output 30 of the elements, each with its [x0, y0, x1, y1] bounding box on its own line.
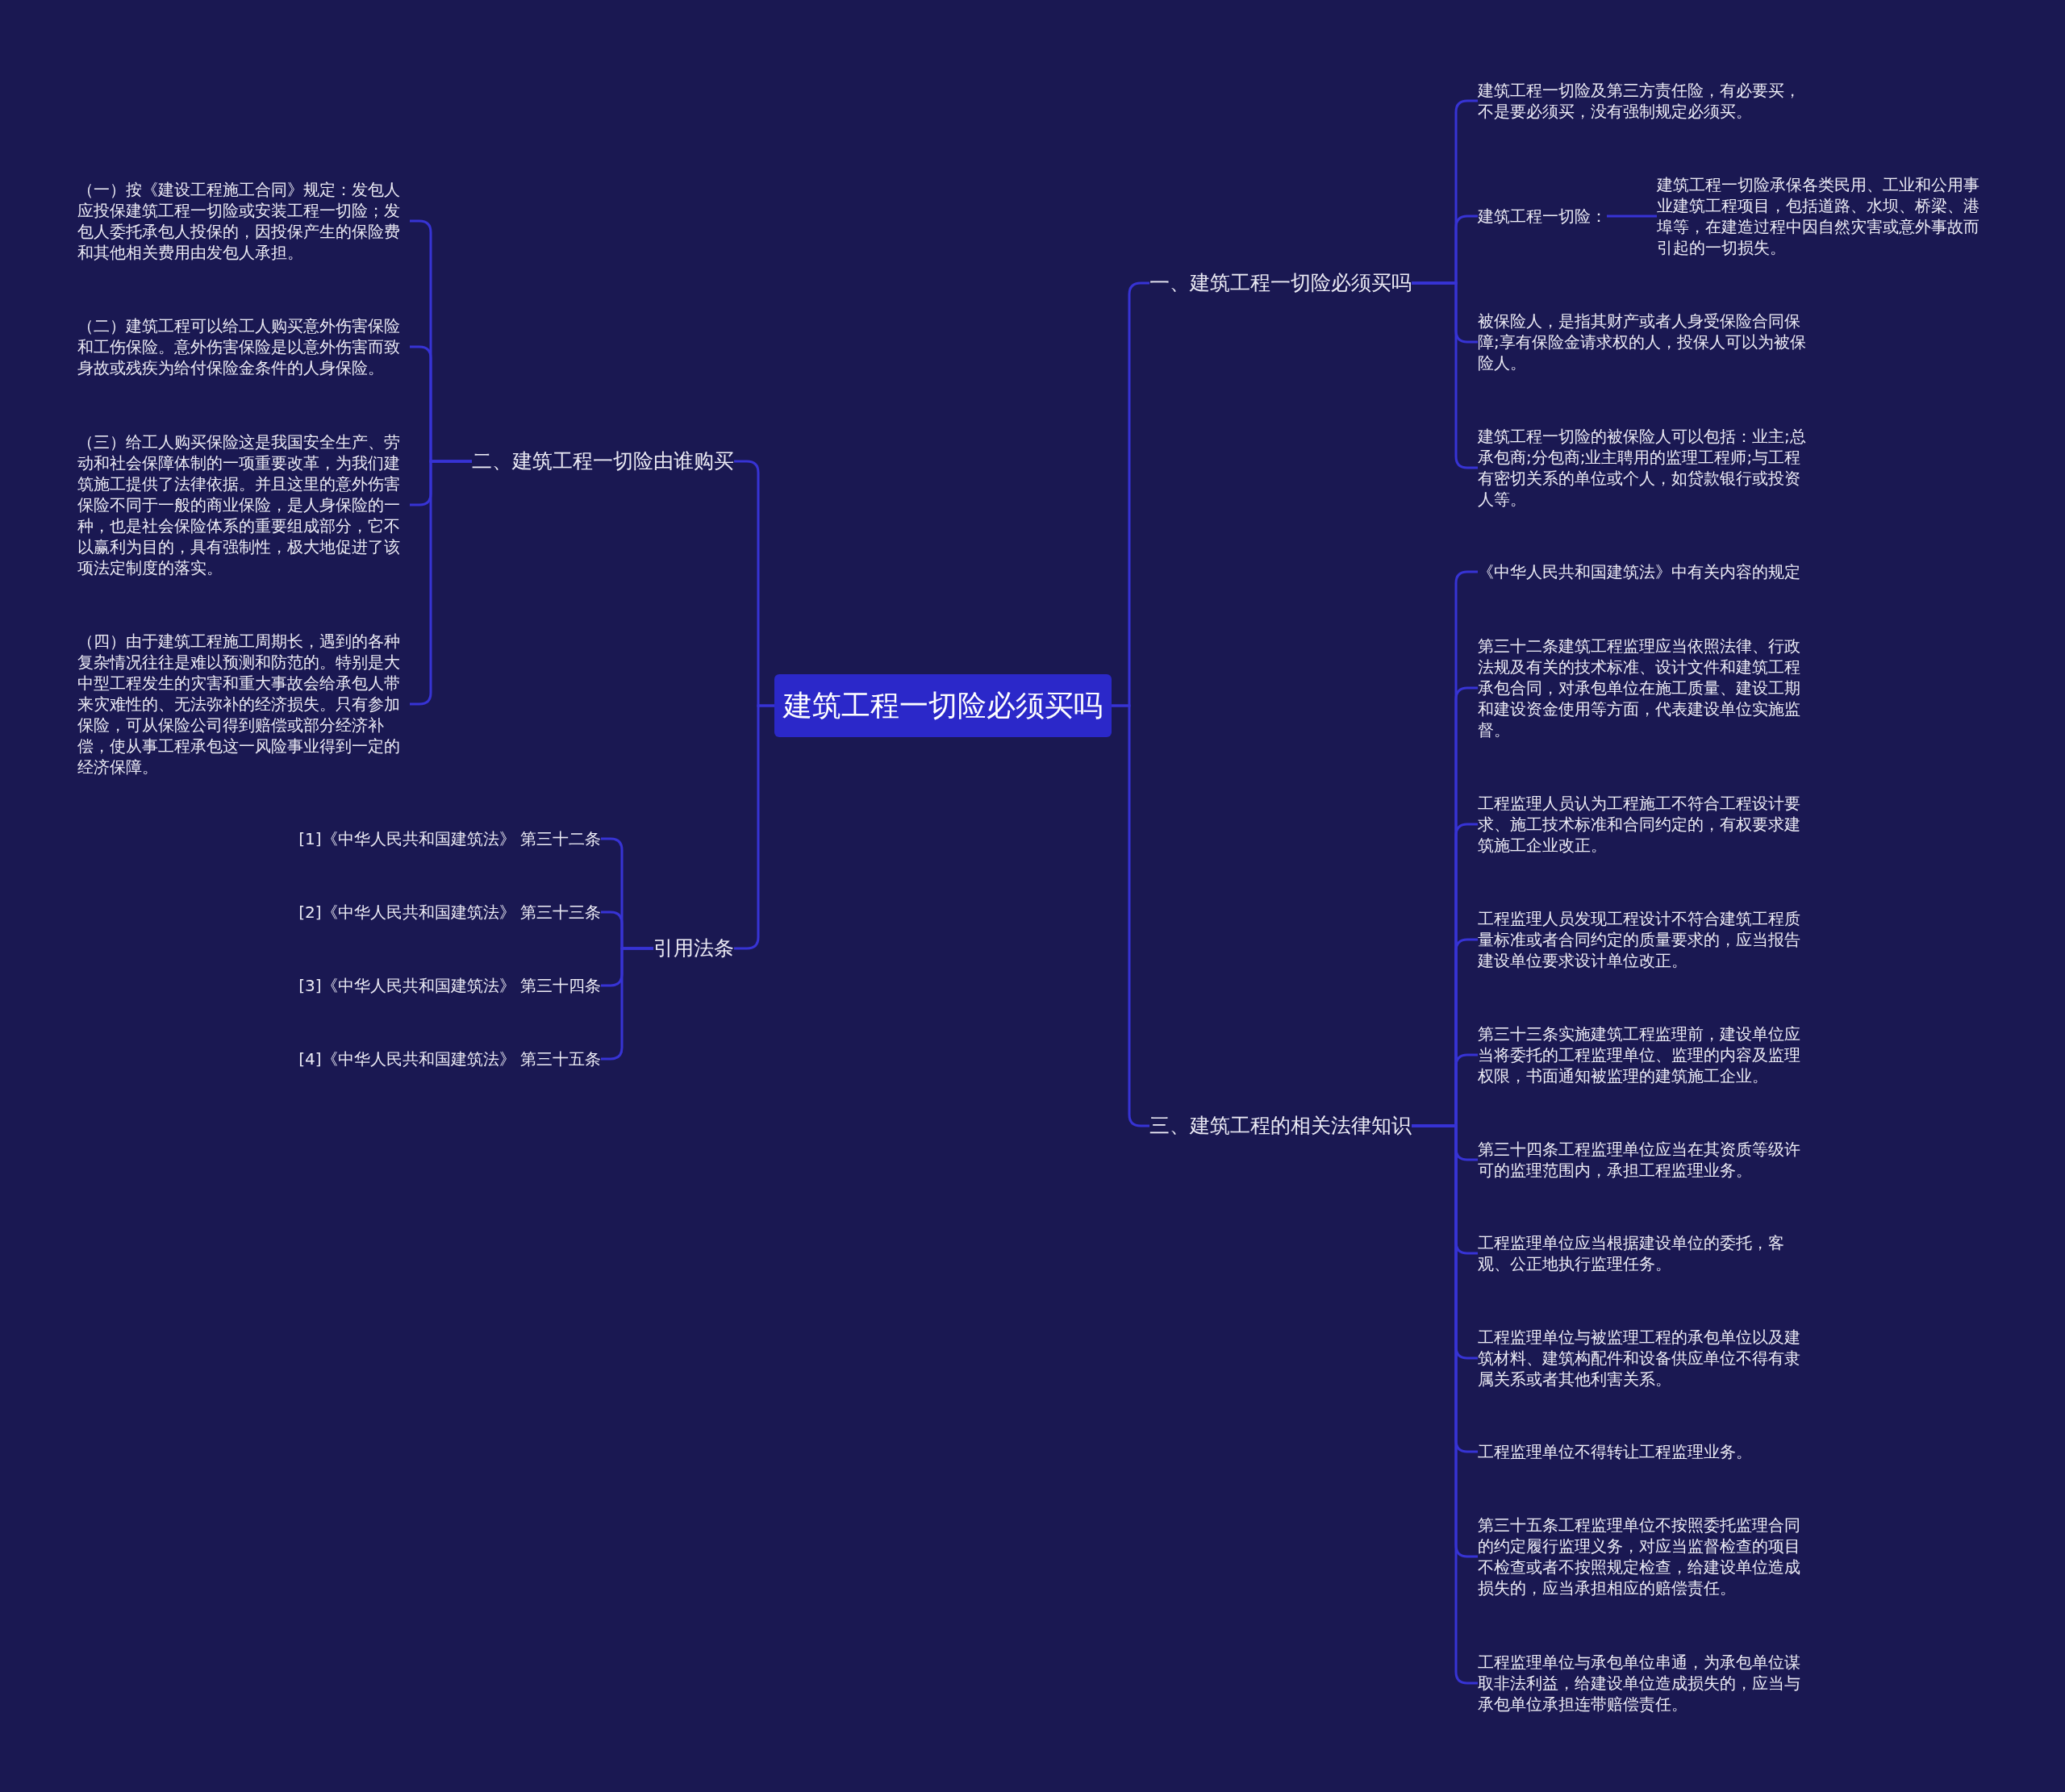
- branch-topic-label: 二、建筑工程一切险由谁购买: [472, 448, 734, 474]
- note-text: 第三十四条工程监理单位应当在其资质等级许可的监理范围内，承担工程监理业务。: [1478, 1139, 1810, 1181]
- note-text: （三）给工人购买保险这是我国安全生产、劳动和社会保障体制的一项重要改革，为我们建筑施工提供了法律依据。并且这里的意外伤害保险不同于一般的商业保险，是人身保险的一种，也是社会保险体系的重要组成部分，它不以赢利为目的，具有强制性，极大地促进了该项法定制度的落实。: [77, 431, 410, 578]
- note-text: （二）建筑工程可以给工人购买意外伤害保险和工伤保险。意外伤害保险是以意外伤害而致身故或残疾为给付保险金条件的人身保险。: [77, 315, 410, 378]
- note-text: [4]《中华人民共和国建筑法》 第三十五条: [298, 1048, 601, 1069]
- note-text: 工程监理单位应当根据建设单位的委托，客观、公正地执行监理任务。: [1478, 1232, 1810, 1274]
- branch-topic-label: 三、建筑工程的相关法律知识: [1149, 1113, 1412, 1139]
- branch-topic-label: 引用法条: [653, 936, 734, 961]
- note-text: 建筑工程一切险：: [1478, 206, 1607, 227]
- note-text: 工程监理人员认为工程施工不符合工程设计要求、施工技术标准和合同约定的，有权要求建筑施工企业改正。: [1478, 793, 1810, 856]
- note-text: 工程监理人员发现工程设计不符合建筑工程质量标准或者合同约定的质量要求的，应当报告建设单位要求设计单位改正。: [1478, 908, 1810, 971]
- note-text: [2]《中华人民共和国建筑法》 第三十三条: [298, 902, 601, 923]
- note-text: 工程监理单位不得转让工程监理业务。: [1478, 1441, 1810, 1462]
- note-text: 建筑工程一切险的被保险人可以包括：业主;总承包商;分包商;业主聘用的监理工程师;与工程有密切关系的单位或个人，如贷款银行或投资人等。: [1478, 426, 1810, 510]
- note-text: 第三十五条工程监理单位不按照委托监理合同的约定履行监理义务，对应当监督检查的项目不检查或者不按照规定检查，给建设单位造成损失的，应当承担相应的赔偿责任。: [1478, 1515, 1810, 1598]
- note-text: （四）由于建筑工程施工周期长，遇到的各种复杂情况往往是难以预测和防范的。特别是大中型工程发生的灾害和重大事故会给承包人带来灾难性的、无法弥补的经济损失。只有参加保险，可从保险公司得到赔偿或部分经济补偿，使从事工程承包这一风险事业得到一定的经济保障。: [77, 631, 410, 777]
- connector-line: [1607, 215, 1657, 218]
- note-text: 建筑工程一切险及第三方责任险，有必要买，不是要必须买，没有强制规定必须买。: [1478, 80, 1810, 122]
- note-text: 第三十三条实施建筑工程监理前，建设单位应当将委托的工程监理单位、监理的内容及监理权限，书面通知被监理的建筑施工企业。: [1478, 1023, 1810, 1086]
- central-topic-box: 建筑工程一切险必须买吗: [774, 674, 1112, 737]
- note-text: 工程监理单位与被监理工程的承包单位以及建筑材料、建筑构配件和设备供应单位不得有隶属关系或者其他利害关系。: [1478, 1327, 1810, 1390]
- note-text: [3]《中华人民共和国建筑法》 第三十四条: [298, 975, 601, 996]
- note-text: [1]《中华人民共和国建筑法》 第三十二条: [298, 828, 601, 849]
- branch-topic-label: 一、建筑工程一切险必须买吗: [1149, 270, 1412, 296]
- note-text: 《中华人民共和国建筑法》中有关内容的规定: [1478, 561, 1810, 582]
- note-text: 建筑工程一切险承保各类民用、工业和公用事业建筑工程项目，包括道路、水坝、桥梁、港埠等，在建造过程中因自然灾害或意外事故而引起的一切损失。: [1657, 174, 1989, 258]
- note-text: （一）按《建设工程施工合同》规定：发包人应投保建筑工程一切险或安装工程一切险；发包人委托承包人投保的，因投保产生的保险费和其他相关费用由发包人承担。: [77, 179, 410, 263]
- note-text: 工程监理单位与承包单位串通，为承包单位谋取非法利益，给建设单位造成损失的，应当与承包单位承担连带赔偿责任。: [1478, 1652, 1810, 1715]
- note-text: 被保险人，是指其财产或者人身受保险合同保障;享有保险金请求权的人，投保人可以为被保险人。: [1478, 310, 1810, 373]
- note-text: 第三十二条建筑工程监理应当依照法律、行政法规及有关的技术标准、设计文件和建筑工程承包合同，对承包单位在施工质量、建设工期和建设资金使用等方面，代表建设单位实施监督。: [1478, 636, 1810, 740]
